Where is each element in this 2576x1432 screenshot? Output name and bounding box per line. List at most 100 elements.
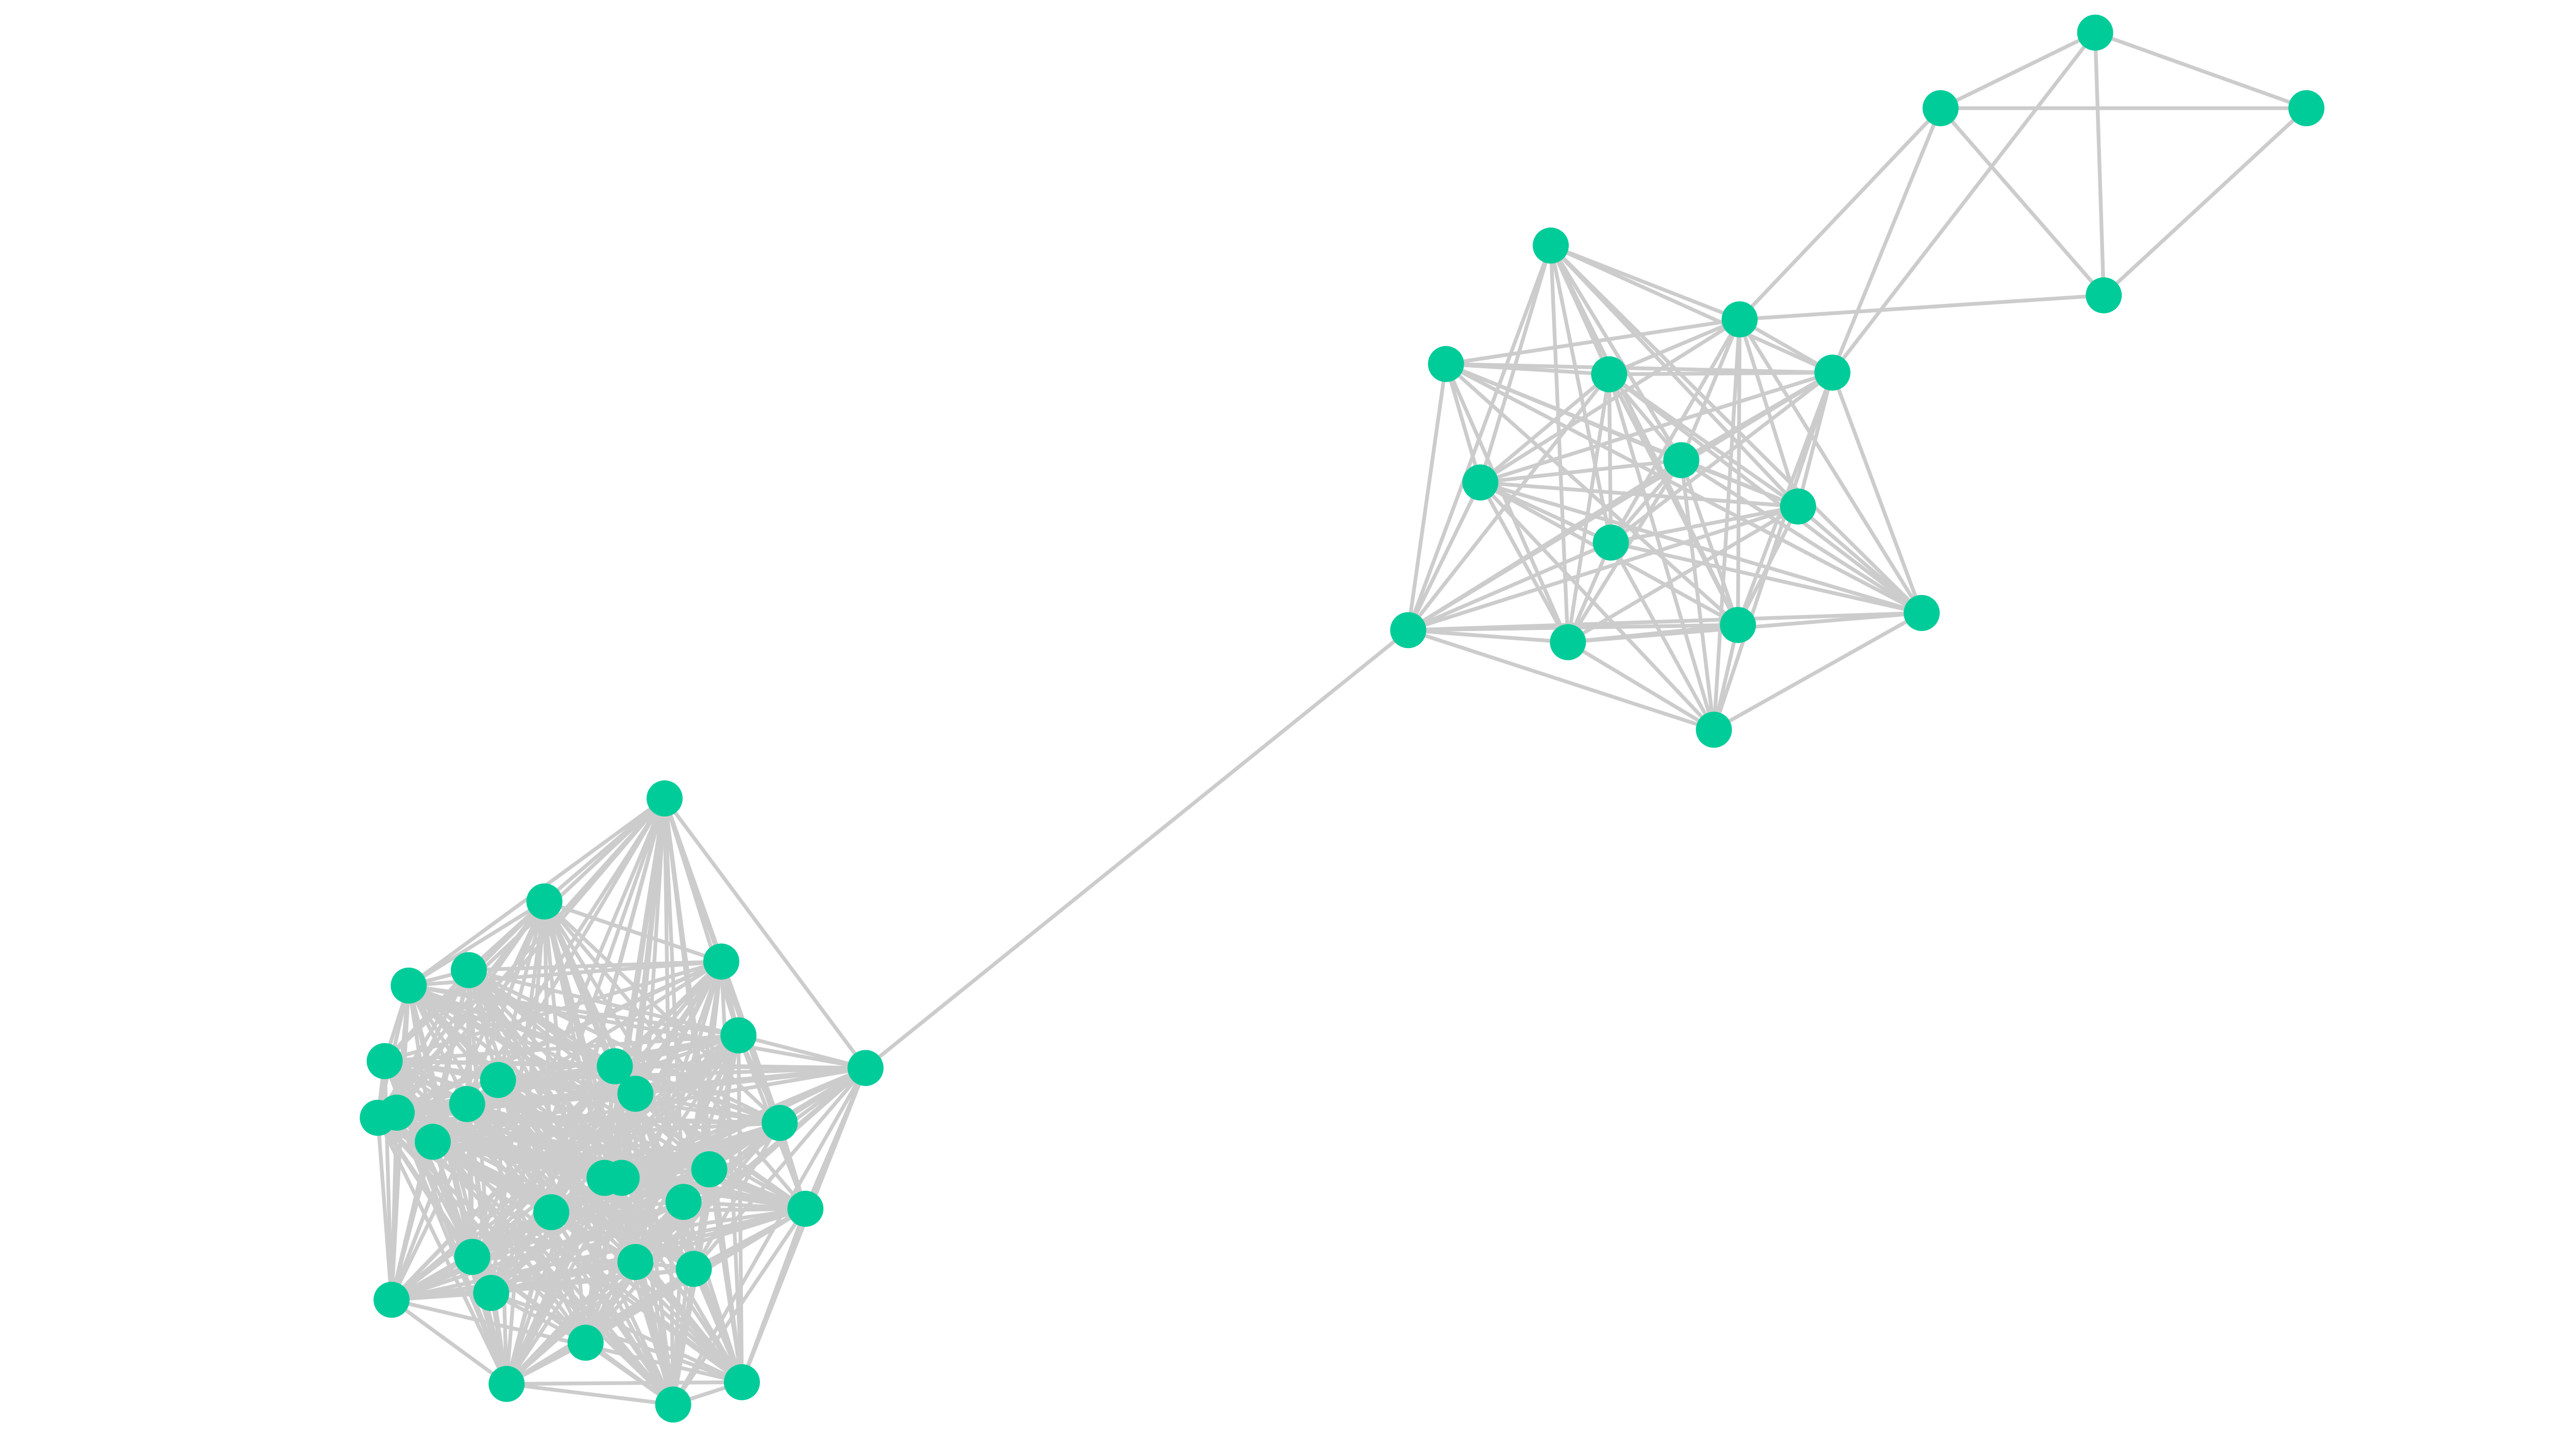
graph-node-s2[interactable]	[2288, 90, 2325, 126]
graph-edge	[384, 960, 722, 1063]
graph-edge	[390, 1298, 508, 1386]
graph-node-b12[interactable]	[379, 1095, 415, 1131]
graph-edge	[432, 1121, 780, 1144]
graph-node-m2[interactable]	[1428, 346, 1464, 382]
graph-node-b17[interactable]	[603, 1160, 640, 1196]
graph-node-m10[interactable]	[1550, 624, 1586, 660]
graph-edge	[633, 1261, 675, 1405]
graph-edge	[395, 1112, 509, 1385]
graph-node-b5[interactable]	[366, 1043, 403, 1079]
graph-edge	[1831, 372, 1924, 614]
graph-node-m1[interactable]	[1721, 301, 1758, 337]
graph-node-b20[interactable]	[533, 1194, 569, 1231]
graph-node-b29[interactable]	[724, 1364, 760, 1401]
graph-node-m5[interactable]	[1663, 442, 1700, 479]
graph-node-b22[interactable]	[617, 1244, 654, 1280]
graph-node-s3[interactable]	[2086, 277, 2122, 314]
graph-node-b25[interactable]	[374, 1282, 410, 1318]
graph-edge	[1444, 363, 1482, 483]
graph-node-b15[interactable]	[691, 1151, 727, 1187]
graph-node-m12[interactable]	[1904, 595, 1940, 631]
graph-edge	[1797, 505, 1923, 615]
graph-node-s1[interactable]	[1922, 90, 1959, 126]
graph-edge	[1607, 373, 1716, 730]
graph-node-m3[interactable]	[1591, 356, 1628, 393]
graph-node-b4[interactable]	[703, 943, 739, 980]
graph-edge	[1679, 459, 1740, 626]
graph-node-b6[interactable]	[720, 1017, 757, 1053]
graph-node-b8[interactable]	[617, 1076, 654, 1112]
graph-edge	[1567, 505, 1799, 644]
graph-edge	[1712, 319, 1742, 730]
graph-node-m11[interactable]	[1720, 607, 1756, 643]
graph-edge	[663, 798, 686, 1202]
graph-edge	[1607, 374, 1613, 543]
graph-edge	[1479, 481, 1716, 731]
graph-edge	[1608, 317, 1741, 377]
graph-node-m0[interactable]	[1533, 227, 1569, 264]
graph-edge	[1713, 611, 1923, 731]
graph-node-b26[interactable]	[567, 1324, 604, 1361]
graph-node-b1[interactable]	[526, 883, 563, 919]
graph-edge	[1939, 107, 2106, 297]
graph-edge	[1408, 628, 1568, 644]
graph-node-b2[interactable]	[391, 967, 427, 1004]
graph-node-m8[interactable]	[1592, 524, 1629, 561]
graph-edge	[396, 1111, 622, 1180]
graph-edge	[1446, 362, 1833, 374]
graph-edge	[471, 1066, 867, 1259]
graph-edge	[1609, 458, 1683, 544]
graph-edge	[1408, 504, 1799, 632]
graph-edge	[1480, 481, 1923, 615]
graph-edge	[1406, 373, 1611, 632]
graph-edge	[2102, 107, 2308, 297]
graph-edge	[472, 1255, 636, 1264]
graph-edge	[1479, 481, 1570, 643]
graph-node-b30[interactable]	[848, 1050, 884, 1086]
graph-node-b23[interactable]	[675, 1251, 712, 1287]
graph-edge	[389, 1112, 399, 1300]
graph-edge	[2093, 32, 2106, 296]
graph-node-b0[interactable]	[647, 780, 683, 816]
graph-node-b7[interactable]	[597, 1048, 633, 1084]
graph-edge	[391, 1298, 742, 1384]
graph-node-b9[interactable]	[480, 1062, 516, 1098]
graph-edge	[1549, 244, 1800, 508]
graph-edge	[634, 1033, 740, 1096]
graph-edge	[1408, 628, 1715, 732]
graph-node-b3[interactable]	[451, 952, 487, 988]
graph-node-b18[interactable]	[665, 1184, 702, 1220]
graph-edge	[468, 968, 739, 1037]
graph-edge	[1607, 373, 1740, 626]
graph-edge	[490, 1066, 867, 1295]
graph-node-b14[interactable]	[761, 1105, 798, 1141]
graph-node-b27[interactable]	[488, 1366, 525, 1402]
graph-edge	[663, 797, 867, 1069]
graph-edge	[692, 1066, 867, 1270]
node-layer	[360, 14, 2325, 1423]
graph-edge	[1610, 540, 1922, 615]
graph-node-b10[interactable]	[449, 1086, 485, 1122]
graph-node-b28[interactable]	[655, 1386, 691, 1423]
graph-edge	[1831, 31, 2097, 374]
graph-edge	[498, 1066, 866, 1082]
graph-node-b19[interactable]	[787, 1190, 824, 1227]
graph-edge	[1831, 107, 1943, 373]
graph-node-m6[interactable]	[1462, 464, 1499, 501]
graph-node-m9[interactable]	[1390, 612, 1427, 649]
graph-edge	[1479, 372, 1611, 484]
graph-edge	[389, 1141, 435, 1301]
graph-edge	[1609, 370, 1833, 377]
graph-edge	[383, 968, 470, 1063]
graph-edge	[490, 1291, 743, 1384]
graph-edge	[1549, 245, 1570, 642]
graph-node-m13[interactable]	[1696, 711, 1732, 748]
graph-node-s0[interactable]	[2077, 14, 2113, 51]
graph-edge	[376, 1117, 509, 1385]
graph-node-b21[interactable]	[454, 1239, 490, 1275]
graph-node-b24[interactable]	[473, 1275, 510, 1311]
graph-node-m4[interactable]	[1814, 354, 1851, 391]
graph-node-m7[interactable]	[1780, 488, 1816, 525]
graph-edge	[391, 1200, 684, 1302]
graph-node-b13[interactable]	[415, 1123, 451, 1160]
